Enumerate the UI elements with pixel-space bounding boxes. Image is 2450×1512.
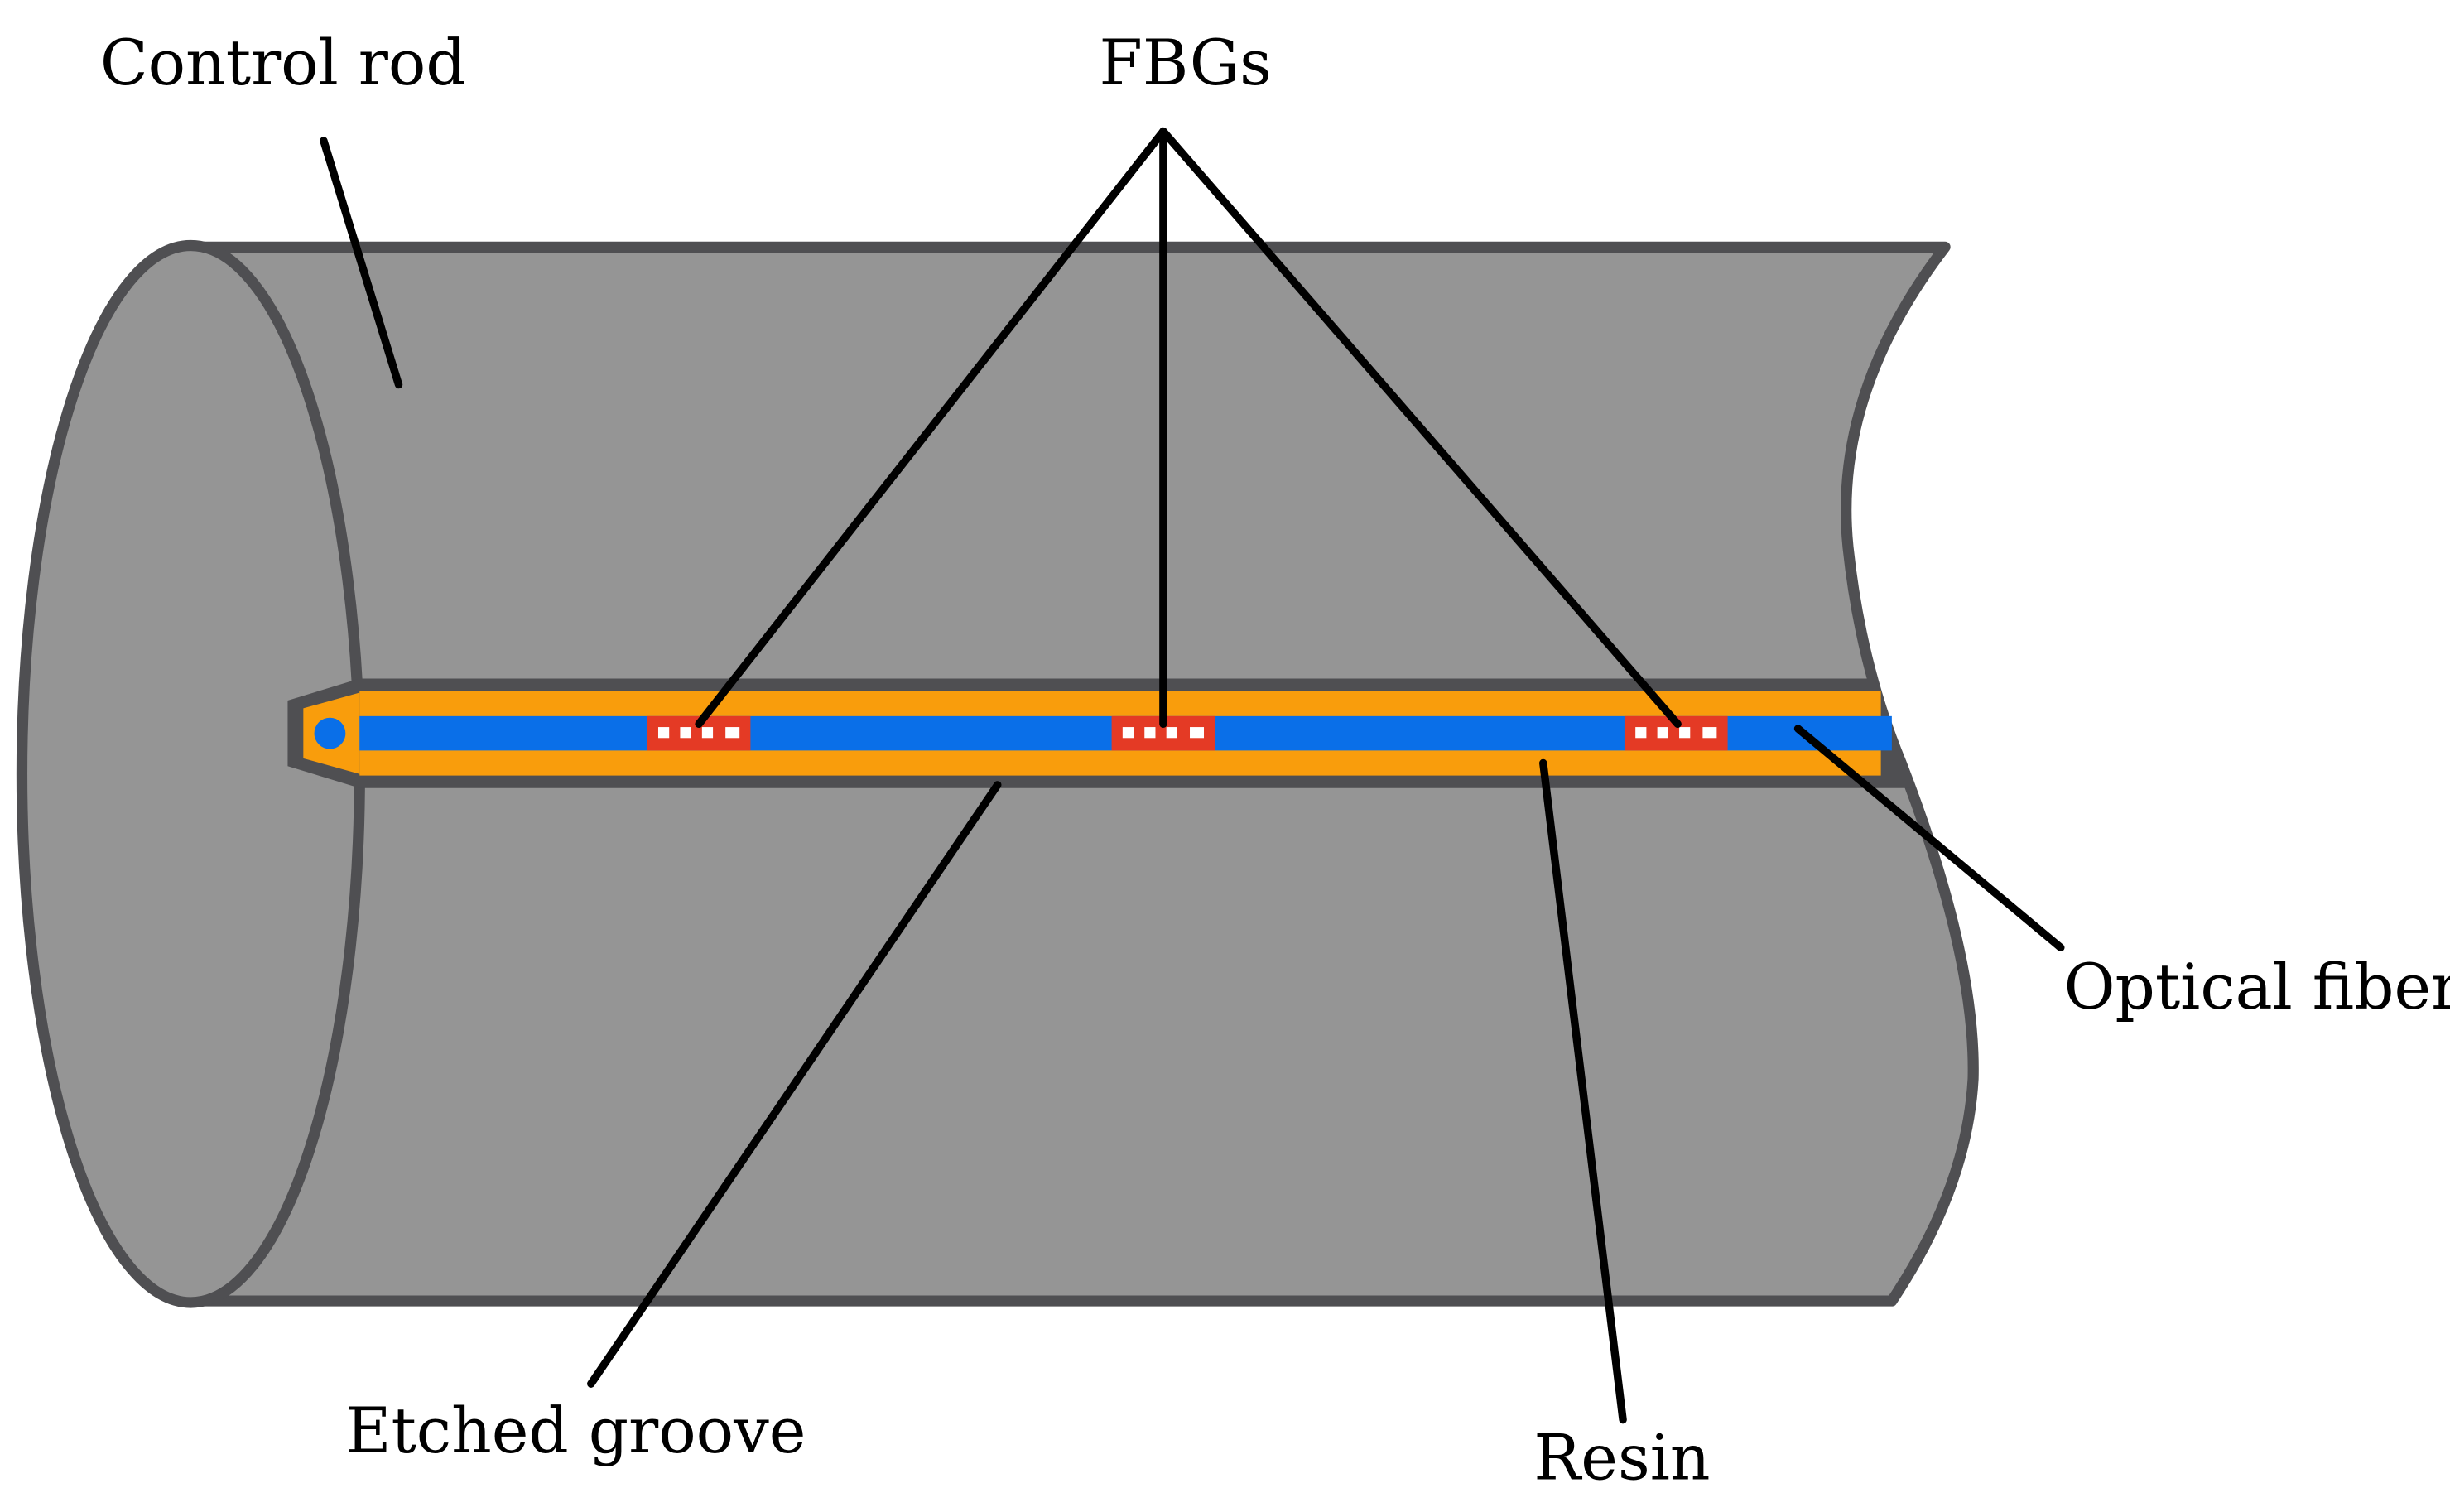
optical-fiber-end bbox=[314, 717, 346, 749]
label-fbgs: FBGs bbox=[1099, 26, 1271, 99]
label-resin: Resin bbox=[1533, 1421, 1710, 1494]
leader-fbg-3 bbox=[1159, 127, 1682, 729]
leader-control-rod bbox=[320, 137, 403, 389]
label-etched-groove: Etched groove bbox=[345, 1394, 806, 1467]
leader-etched-groove bbox=[587, 781, 1002, 1388]
leader-fbg-1 bbox=[695, 127, 1167, 729]
control-rod-end-face bbox=[16, 239, 365, 1308]
label-optical-fiber: Optical fiber bbox=[2064, 951, 2450, 1023]
leader-resin bbox=[1539, 758, 1627, 1424]
label-control-rod: Control rod bbox=[100, 26, 466, 99]
leader-optical-fiber bbox=[1793, 725, 2065, 952]
